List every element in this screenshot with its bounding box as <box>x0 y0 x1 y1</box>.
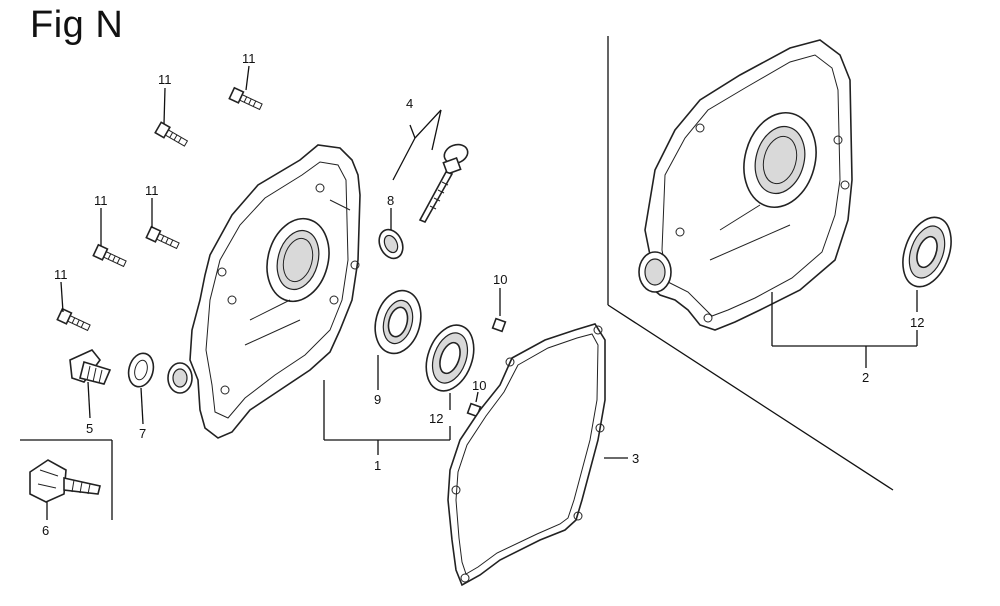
assembly-1-bracket <box>323 355 451 455</box>
drain-plug-5 <box>69 349 112 385</box>
part-4-leaders <box>390 109 442 230</box>
callout-11-d: 11 <box>145 183 159 198</box>
callout-6: 6 <box>42 523 49 538</box>
callout-11-e: 11 <box>54 267 68 282</box>
callout-11-c: 11 <box>94 193 108 208</box>
bolt-11-b <box>154 121 189 147</box>
oil-seal-9 <box>374 289 422 355</box>
bolt-leaders <box>60 65 250 313</box>
divider-lines <box>20 36 894 520</box>
crankcase-cover-left <box>167 144 361 439</box>
misc-leaders <box>46 381 144 520</box>
callout-10-b: 10 <box>472 378 486 393</box>
bolt-11-c <box>92 243 127 268</box>
callout-2: 2 <box>862 370 869 385</box>
callout-11-a: 11 <box>242 51 256 66</box>
bolt-11-d <box>145 225 180 250</box>
dowel-leaders <box>475 288 501 403</box>
callout-10-a: 10 <box>493 272 507 287</box>
callout-3: 3 <box>632 451 639 466</box>
callout-4: 4 <box>406 96 413 111</box>
bolt-11-e <box>56 307 91 332</box>
gasket-3 <box>447 323 606 587</box>
figure-title: Fig N <box>30 4 124 46</box>
ball-bearing-12-left <box>425 324 475 392</box>
oil-filler-cap-4 <box>418 143 469 224</box>
callout-12-b: 12 <box>910 315 924 330</box>
ball-bearing-12-right <box>902 216 952 288</box>
callout-5: 5 <box>86 421 93 436</box>
dowel-pin-10-a <box>491 317 507 333</box>
callout-11-b: 11 <box>158 72 172 87</box>
callout-7: 7 <box>139 426 146 441</box>
assembly-2-bracket <box>771 290 918 368</box>
callout-1: 1 <box>374 458 381 473</box>
bolt-11-a <box>228 86 263 111</box>
callout-8: 8 <box>387 193 394 208</box>
callout-9: 9 <box>374 392 381 407</box>
drain-bolt-6 <box>29 459 101 503</box>
crankcase-cover-right <box>638 39 853 331</box>
callout-labels: 1 2 3 4 5 6 7 8 9 10 10 11 11 11 11 11 1… <box>42 51 924 538</box>
callout-12-a: 12 <box>429 411 443 426</box>
washer-7 <box>127 352 155 388</box>
oil-seal-8 <box>378 228 404 260</box>
